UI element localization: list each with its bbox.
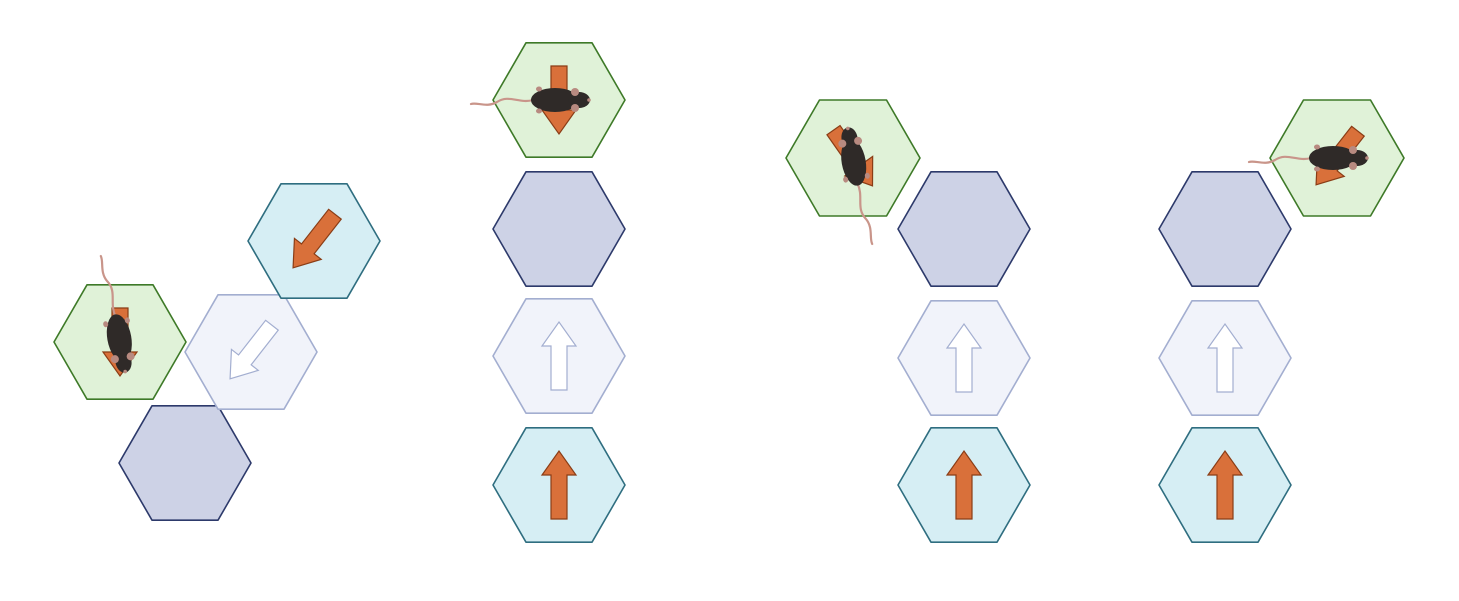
start-tile <box>785 99 921 246</box>
start-tile <box>53 254 187 401</box>
panel-1 <box>53 183 381 522</box>
direction-arrow-icon <box>945 449 983 520</box>
corridor-tile <box>1158 171 1292 288</box>
goal-tile <box>492 426 626 544</box>
cue-arrow-icon <box>540 320 578 391</box>
mouse-icon <box>838 126 874 246</box>
direction-arrow-icon <box>292 208 343 269</box>
panel-2 <box>469 41 626 544</box>
panel-3 <box>785 99 1031 544</box>
goal-tile <box>247 183 381 300</box>
goal-tile <box>897 426 1031 544</box>
cue-arrow-icon <box>945 322 983 393</box>
direction-arrow-icon <box>1206 449 1244 520</box>
corridor-tile <box>897 171 1031 288</box>
cue-tile <box>1158 299 1292 417</box>
mouse-icon <box>1247 144 1369 172</box>
cue-arrow-icon <box>229 319 280 380</box>
cue-arrow-icon <box>1206 322 1244 393</box>
corridor-hexagon <box>897 171 1031 288</box>
corridor-hexagon <box>492 171 626 288</box>
corridor-hexagon <box>118 404 252 522</box>
cue-tile <box>897 299 1031 417</box>
panel-4 <box>1158 99 1405 544</box>
direction-arrow-icon <box>540 449 578 520</box>
goal-tile <box>1158 426 1292 544</box>
corridor-hexagon <box>1158 171 1292 288</box>
cue-tile <box>492 297 626 415</box>
cue-tile <box>184 293 318 411</box>
start-tile <box>1247 99 1405 217</box>
mouse-icon <box>99 254 135 374</box>
corridor-tile <box>118 404 252 522</box>
mouse-icon <box>469 86 591 114</box>
start-tile <box>469 41 626 158</box>
corridor-tile <box>492 171 626 288</box>
